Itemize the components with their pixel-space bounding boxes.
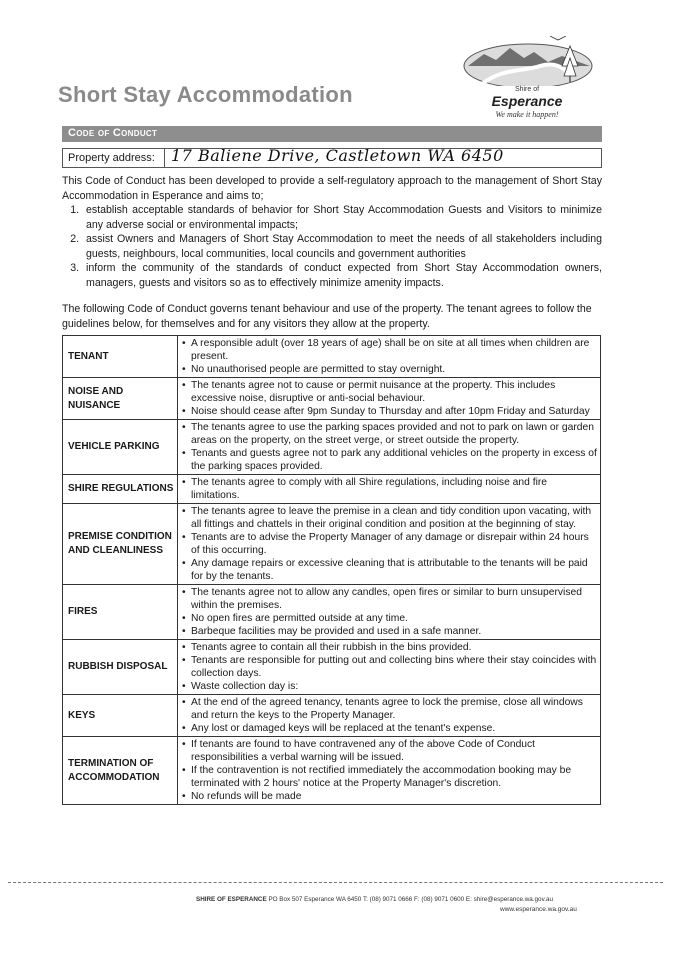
- rule-details: The tenants agree to comply with all Shi…: [177, 474, 601, 504]
- rule-list: The tenants agree to comply with all Shi…: [181, 476, 597, 502]
- rule-item: The tenants agree not to cause or permit…: [182, 379, 597, 405]
- rule-list: If tenants are found to have contravened…: [181, 738, 597, 803]
- rule-row: TENANTA responsible adult (over 18 years…: [62, 335, 601, 378]
- aim-item: establish acceptable standards of behavi…: [82, 203, 602, 232]
- rule-row: NOISE AND NUISANCEThe tenants agree not …: [62, 377, 601, 420]
- rule-category: TENANT: [62, 335, 178, 378]
- rule-details: If tenants are found to have contravened…: [177, 736, 601, 805]
- rule-item: Any lost or damaged keys will be replace…: [182, 722, 597, 735]
- rule-row: SHIRE REGULATIONSThe tenants agree to co…: [62, 474, 601, 504]
- rule-details: The tenants agree not to allow any candl…: [177, 584, 601, 640]
- footer-contact: SHIRE OF ESPERANCE PO Box 507 Esperance …: [196, 896, 553, 903]
- rule-list: The tenants agree to leave the premise i…: [181, 505, 597, 583]
- rule-item: Noise should cease after 9pm Sunday to T…: [182, 405, 597, 418]
- rule-item: At the end of the agreed tenancy, tenant…: [182, 696, 597, 722]
- rule-row: RUBBISH DISPOSAL Tenants agree to contain…: [62, 639, 601, 695]
- rule-item: The tenants agree not to allow any candl…: [182, 586, 597, 612]
- rule-row: FIRESThe tenants agree not to allow any …: [62, 584, 601, 640]
- footer-divider: [8, 882, 663, 883]
- rule-item: Tenants are to advise the Property Manag…: [182, 531, 597, 557]
- code-of-conduct-table: TENANTA responsible adult (over 18 years…: [62, 335, 601, 805]
- rule-details: A responsible adult (over 18 years of ag…: [177, 335, 601, 378]
- rule-category: NOISE AND NUISANCE: [62, 377, 178, 420]
- rule-item: Tenants and guests agree not to park any…: [182, 447, 597, 473]
- shire-logo: Shire of Esperance We make it happen!: [462, 35, 597, 124]
- rule-item: If the contravention is not rectified im…: [182, 764, 597, 790]
- property-address-field[interactable]: Property address: 17 Baliene Drive, Cast…: [62, 146, 602, 168]
- rule-details: The tenants agree to use the parking spa…: [177, 419, 601, 475]
- rule-category: SHIRE REGULATIONS: [62, 474, 178, 504]
- footer-website[interactable]: www.esperance.wa.gov.au: [500, 906, 577, 913]
- rule-details: Tenants agree to contain all their rubbi…: [177, 639, 601, 695]
- rule-details: At the end of the agreed tenancy, tenant…: [177, 694, 601, 737]
- landscape-icon: [463, 35, 593, 89]
- rule-item: No refunds will be made: [182, 790, 597, 803]
- footer-details: PO Box 507 Esperance WA 6450 T: (08) 907…: [268, 896, 553, 903]
- intro-paragraph: This Code of Conduct has been developed …: [62, 175, 602, 202]
- rule-row: KEYSAt the end of the agreed tenancy, te…: [62, 694, 601, 737]
- rule-item: Tenants are responsible for putting out …: [182, 654, 597, 680]
- rule-details: The tenants agree to leave the premise i…: [177, 503, 601, 585]
- rule-item: Barbeque facilities may be provided and …: [182, 625, 597, 638]
- rule-item: No unauthorised people are permitted to …: [182, 363, 597, 376]
- rule-list: Tenants agree to contain all their rubbi…: [181, 641, 597, 693]
- rule-item: A responsible adult (over 18 years of ag…: [182, 337, 597, 363]
- rule-category: FIRES: [62, 584, 178, 640]
- aim-item: inform the community of the standards of…: [82, 261, 602, 290]
- rule-list: At the end of the agreed tenancy, tenant…: [181, 696, 597, 735]
- rule-item: Waste collection day is:: [182, 680, 597, 693]
- rule-list: The tenants agree to use the parking spa…: [181, 421, 597, 473]
- rule-item: Tenants agree to contain all their rubbi…: [182, 641, 597, 654]
- page-title: Short Stay Accommodation: [58, 82, 353, 107]
- section-heading: Code of Conduct: [68, 127, 158, 139]
- rule-list: The tenants agree not to allow any candl…: [181, 586, 597, 638]
- property-address-value[interactable]: 17 Baliene Drive, Castletown WA 6450: [171, 146, 504, 165]
- logo-tagline: We make it happen!: [495, 110, 559, 119]
- rule-category: PREMISE CONDITION AND CLEANLINESS: [62, 503, 178, 585]
- rule-category: RUBBISH DISPOSAL: [62, 639, 178, 695]
- property-address-label: Property address:: [63, 149, 165, 167]
- rule-item: No open fires are permitted outside at a…: [182, 612, 597, 625]
- rule-details: The tenants agree not to cause or permit…: [177, 377, 601, 420]
- rule-row: PREMISE CONDITION AND CLEANLINESSThe ten…: [62, 503, 601, 585]
- logo-shire-of: Shire of: [514, 86, 540, 93]
- logo-esperance: Esperance: [491, 93, 563, 109]
- rule-item: The tenants agree to use the parking spa…: [182, 421, 597, 447]
- intro-section: This Code of Conduct has been developed …: [62, 174, 602, 290]
- governs-paragraph: The following Code of Conduct governs te…: [62, 303, 592, 330]
- rule-list: A responsible adult (over 18 years of ag…: [181, 337, 597, 376]
- rule-item: The tenants agree to leave the premise i…: [182, 505, 597, 531]
- rule-row: VEHICLE PARKINGThe tenants agree to use …: [62, 419, 601, 475]
- rule-category: KEYS: [62, 694, 178, 737]
- aim-item: assist Owners and Managers of Short Stay…: [82, 232, 602, 261]
- aims-list: establish acceptable standards of behavi…: [62, 203, 602, 290]
- rule-list: The tenants agree not to cause or permit…: [181, 379, 597, 418]
- rule-category: VEHICLE PARKING: [62, 419, 178, 475]
- rule-row: TERMINATION OF ACCOMMODATIONIf tenants a…: [62, 736, 601, 805]
- rule-item: If tenants are found to have contravened…: [182, 738, 597, 764]
- rule-item: Any damage repairs or excessive cleaning…: [182, 557, 597, 583]
- rule-item: The tenants agree to comply with all Shi…: [182, 476, 597, 502]
- rule-category: TERMINATION OF ACCOMMODATION: [62, 736, 178, 805]
- section-heading-band: Code of Conduct: [62, 126, 602, 142]
- footer-org: SHIRE OF ESPERANCE: [196, 896, 267, 903]
